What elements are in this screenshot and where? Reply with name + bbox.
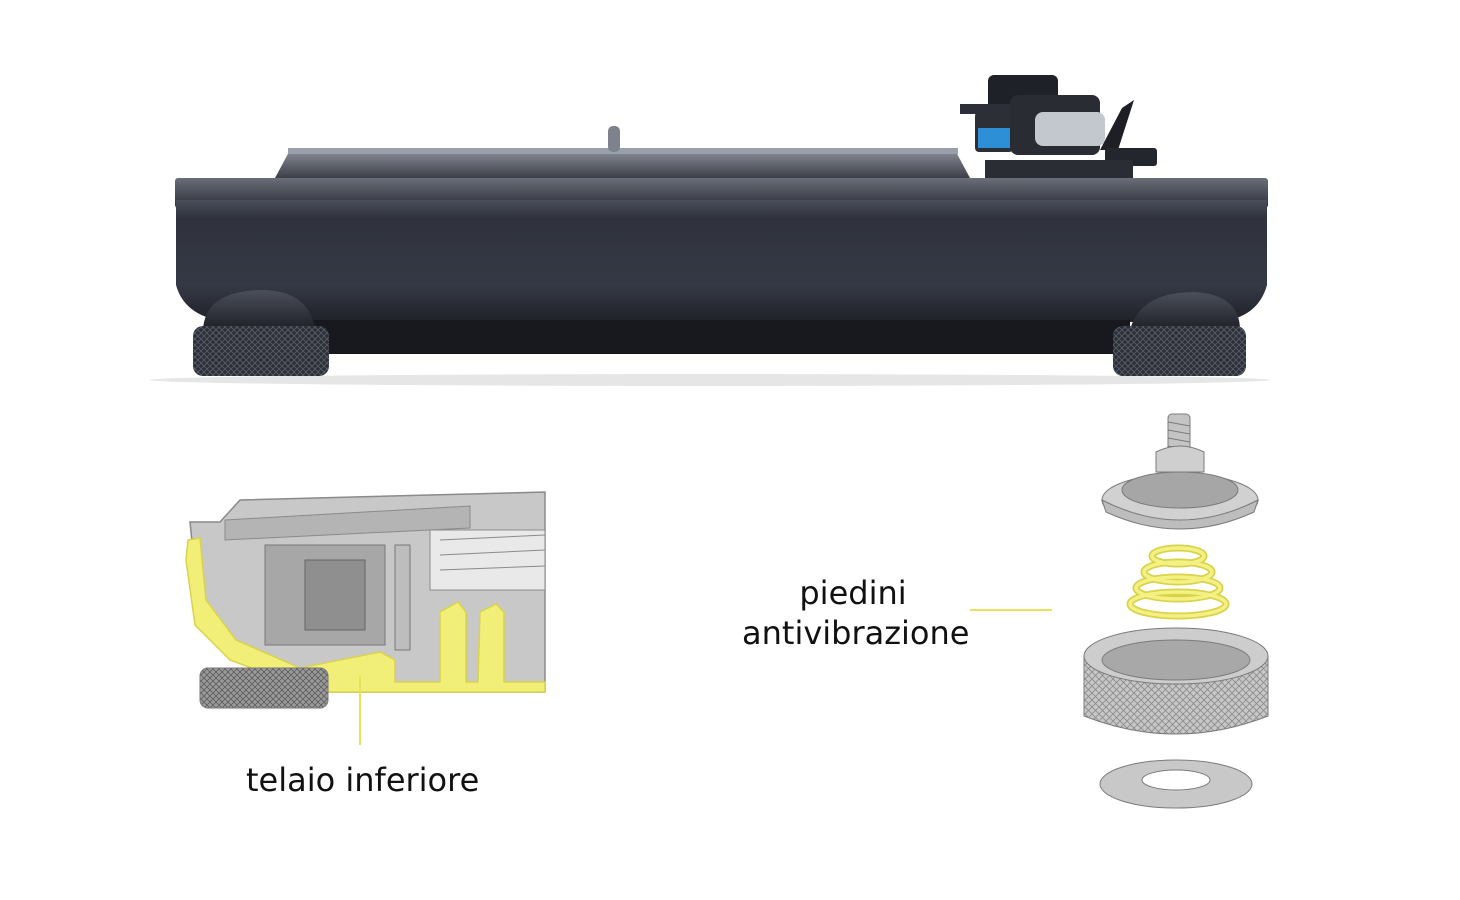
label-feet-line2: antivibrazione (742, 614, 970, 652)
label-anti-vibration-feet: piedini antivibrazione (742, 573, 970, 653)
label-lower-frame: telaio inferiore (246, 761, 480, 799)
turntable-side-view (150, 75, 1270, 386)
label-feet-line1: piedini (799, 574, 907, 612)
